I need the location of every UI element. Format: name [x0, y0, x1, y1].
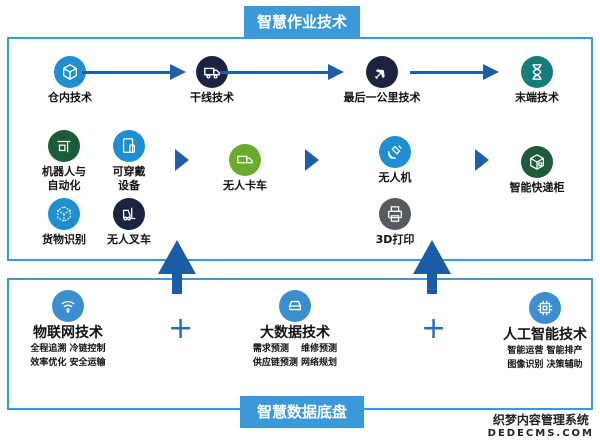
storage-icon	[279, 290, 311, 322]
item-label: 无人机	[378, 171, 412, 184]
robot-arm-icon	[48, 130, 80, 162]
section-arrow	[175, 149, 189, 171]
up-arrow	[413, 240, 451, 294]
up-arrow	[158, 240, 196, 294]
pillar-ai: 人工智能技术 智能运营 智能排产 图像识别 决策辅助	[490, 292, 600, 372]
smart-data-title: 智慧数据底盘	[240, 396, 364, 428]
section-arrow	[475, 149, 489, 171]
plus-sign: +	[168, 311, 194, 346]
watermark-text: 织梦内容管理系统	[492, 413, 589, 427]
item-label: 机器人与自动化	[42, 165, 86, 192]
flow-arrow	[220, 64, 344, 80]
plus-sign: +	[421, 311, 447, 346]
item-goods-recognition: 货物识别	[34, 198, 94, 247]
item-forklift: 无人叉车	[99, 198, 159, 247]
printer-icon	[379, 198, 411, 230]
flow-label: 末端技术	[515, 91, 559, 104]
flow-arrow	[410, 64, 499, 80]
wearable-device-icon	[113, 130, 145, 162]
item-label: 货物识别	[42, 233, 86, 246]
watermark: 织梦内容管理系统 DEDECMS.COM	[488, 411, 594, 439]
item-wearable: 可穿戴设备	[99, 130, 159, 193]
item-label: 可穿戴设备	[112, 165, 146, 192]
pillar-title: 人工智能技术	[503, 327, 587, 343]
item-label: 无人叉车	[107, 233, 151, 246]
flow-node-warehouse: 仓内技术	[40, 56, 100, 105]
chip-icon	[529, 292, 561, 324]
pillar-title: 物联网技术	[33, 325, 103, 341]
item-driverless-truck: 无人卡车	[210, 144, 280, 193]
pillar-line: 效率优化 安全运输	[30, 358, 106, 368]
item-label: 无人卡车	[223, 179, 267, 192]
item-3d-printing: 3D打印	[365, 198, 425, 247]
flow-label: 最后一公里技术	[343, 91, 421, 104]
forklift-icon	[113, 198, 145, 230]
section-arrow	[305, 149, 319, 171]
airplane-icon	[366, 56, 398, 88]
pillar-line: 智能运营 智能排产	[507, 346, 583, 356]
item-label: 3D打印	[375, 233, 415, 246]
pillar-line: 需求预测 维修预测	[252, 344, 338, 354]
flow-node-last-mile: 最后一公里技术	[332, 56, 432, 105]
flow-node-trunk: 干线技术	[182, 56, 242, 105]
pillar-big-data: 大数据技术 需求预测 维修预测 供应链预测 网络规划	[240, 290, 350, 370]
pillar-line: 供应链预测 网络规划	[252, 358, 338, 368]
pillar-title: 大数据技术	[260, 325, 330, 341]
satellite-icon	[379, 136, 411, 168]
pillar-iot: 物联网技术 全程追溯 冷链控制 效率优化 安全运输	[18, 290, 118, 370]
smart-operations-title: 智慧作业技术	[244, 6, 360, 38]
watermark-url: DEDECMS.COM	[487, 428, 594, 439]
flow-arrow	[82, 64, 186, 80]
cube-icon	[54, 56, 86, 88]
truck-icon	[229, 144, 261, 176]
flow-label: 仓内技术	[48, 91, 92, 104]
parcel-box-icon	[521, 146, 553, 178]
wifi-icon	[52, 290, 84, 322]
item-smart-locker: 智能快递柜	[502, 146, 572, 195]
dashed-cube-icon	[48, 198, 80, 230]
flow-node-terminal: 末端技术	[507, 56, 567, 105]
item-robotics: 机器人与自动化	[34, 130, 94, 193]
hourglass-icon	[521, 56, 553, 88]
pillar-line: 图像识别 决策辅助	[507, 360, 583, 370]
pillar-line: 全程追溯 冷链控制	[30, 344, 106, 354]
item-label: 智能快递柜	[509, 181, 565, 194]
item-drone: 无人机	[365, 136, 425, 185]
flow-label: 干线技术	[190, 91, 234, 104]
